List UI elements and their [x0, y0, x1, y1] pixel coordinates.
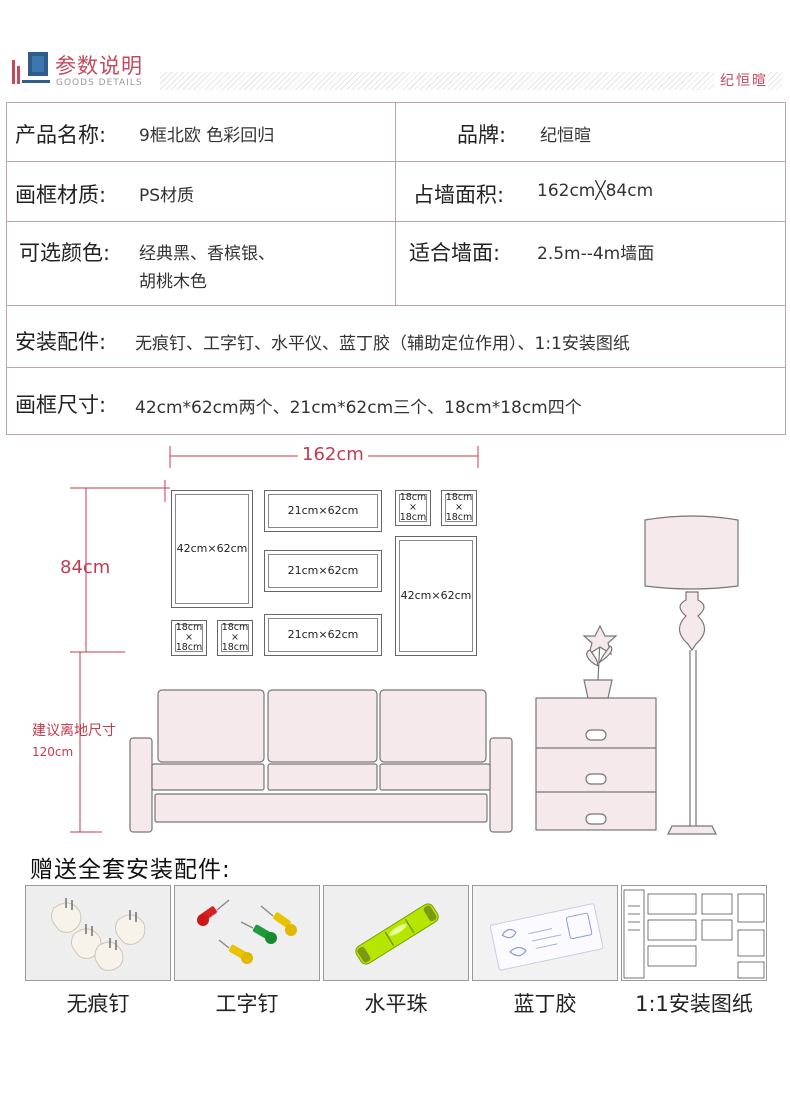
product-name-value: 9框北欧 色彩回归 — [139, 126, 275, 146]
parts-value: 无痕钉、工字钉、水平仪、蓝丁胶（辅助定位作用）、1:1安装图纸 — [135, 334, 630, 354]
suggested-height-value: 120cm — [32, 745, 74, 759]
gift-label-wall-hook: 无痕钉 — [66, 992, 130, 1016]
table-divider — [7, 221, 785, 222]
blu-tack-icon — [473, 886, 617, 980]
gift-photo-install-blueprint — [621, 885, 767, 981]
brand-value: 纪恒暄 — [540, 126, 591, 146]
frame-42x62-left: 42cm×62cm — [171, 490, 253, 608]
material-label: 画框材质: — [15, 183, 107, 207]
parts-label: 安装配件: — [15, 330, 107, 354]
gift-label-blu-tack: 蓝丁胶 — [513, 992, 577, 1016]
layout-diagram — [70, 446, 739, 835]
table-divider — [7, 305, 785, 306]
wall-label: 适合墙面: — [409, 241, 501, 265]
header-brand: 纪恒暄 — [714, 70, 768, 90]
material-value: PS材质 — [139, 186, 195, 206]
gift-photo-wall-hook — [25, 885, 171, 981]
area-value: 162cm╳84cm — [537, 181, 654, 201]
frame-42x62-right: 42cm×62cm — [395, 536, 477, 656]
install-blueprint-icon — [622, 886, 766, 980]
size-label: 画框尺寸: — [15, 393, 107, 417]
frame-18x18-top-right: 18cm×18cm — [441, 490, 477, 526]
frame-18x18-bottom-left: 18cm×18cm — [171, 620, 207, 656]
brand-logo-icon — [12, 52, 50, 84]
cabinet-illustration — [535, 697, 657, 831]
header-stripe — [160, 72, 782, 90]
table-divider — [7, 161, 785, 162]
color-label: 可选颜色: — [19, 241, 111, 265]
section-title: 参数说明 — [55, 54, 143, 78]
table-divider — [395, 103, 396, 305]
frame-21x62-bottom: 21cm×62cm — [264, 614, 382, 656]
product-name-label: 产品名称: — [15, 123, 107, 147]
suggested-height-label: 建议离地尺寸 — [32, 723, 116, 739]
gift-photo-push-pin — [174, 885, 320, 981]
gift-label-install-blueprint: 1:1安装图纸 — [635, 992, 753, 1016]
wall-value: 2.5m--4m墙面 — [537, 244, 655, 264]
table-divider — [7, 367, 785, 368]
flower-pot-illustration — [582, 624, 618, 699]
color-value-line-1: 经典黑、香槟银、 — [139, 244, 275, 264]
sofa-illustration — [129, 689, 513, 833]
wall-hook-icon — [26, 886, 170, 980]
height-dimension-label: 84cm — [60, 557, 111, 578]
frame-18x18-top-left: 18cm×18cm — [395, 490, 431, 526]
frame-18x18-bottom-right: 18cm×18cm — [217, 620, 253, 656]
gift-label-spirit-level: 水平珠 — [364, 992, 428, 1016]
push-pin-icon — [175, 886, 319, 980]
gift-label-push-pin: 工字钉 — [215, 992, 279, 1016]
spirit-level-icon — [324, 886, 468, 980]
floor-lamp-illustration — [644, 515, 739, 835]
section-subtitle: GOODS DETAILS — [56, 78, 143, 88]
width-dimension-label: 162cm — [298, 444, 368, 465]
gift-photo-blu-tack — [472, 885, 618, 981]
brand-label: 品牌: — [457, 123, 507, 147]
frame-21x62-middle: 21cm×62cm — [264, 550, 382, 592]
gifts-title: 赠送全套安装配件: — [30, 857, 231, 883]
area-label: 占墙面积: — [413, 183, 505, 207]
color-value-line-2: 胡桃木色 — [139, 272, 207, 292]
frame-21x62-top: 21cm×62cm — [264, 490, 382, 532]
gift-photo-spirit-level — [323, 885, 469, 981]
spec-table: 产品名称: 9框北欧 色彩回归 品牌: 纪恒暄 画框材质: PS材质 占墙面积:… — [6, 102, 786, 435]
size-value: 42cm*62cm两个、21cm*62cm三个、18cm*18cm四个 — [135, 398, 582, 418]
